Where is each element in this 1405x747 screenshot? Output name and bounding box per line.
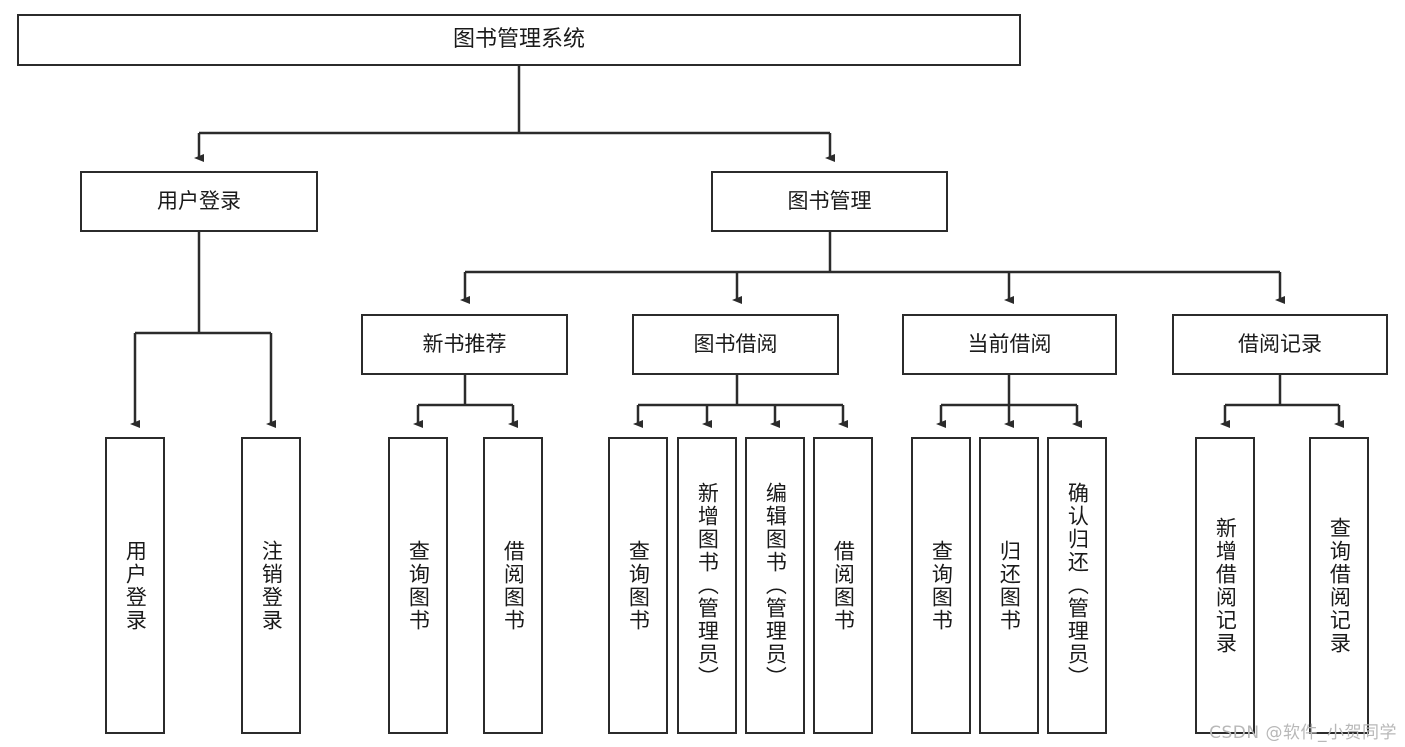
- node-book-management[interactable]: 图书管理: [711, 171, 948, 232]
- leaf-label: 归还图书: [997, 539, 1022, 632]
- leaf-borrow-record-add-record[interactable]: 新增借阅记录: [1195, 437, 1255, 734]
- leaf-label: 查询借阅记录: [1327, 516, 1352, 655]
- node-user-login-label: 用户登录: [157, 189, 241, 214]
- leaf-label: 注销登录: [259, 539, 284, 632]
- leaf-label: 新增借阅记录: [1213, 516, 1238, 655]
- node-book-management-label: 图书管理: [787, 189, 872, 214]
- node-current-borrow[interactable]: 当前借阅: [902, 314, 1117, 375]
- leaf-user-login-login[interactable]: 用户登录: [105, 437, 165, 734]
- node-book-borrow[interactable]: 图书借阅: [632, 314, 839, 375]
- leaf-new-book-query-book[interactable]: 查询图书: [388, 437, 448, 734]
- leaf-label: 查询图书: [626, 539, 651, 632]
- leaf-label: 新增图书（管理员）: [695, 482, 720, 689]
- leaf-new-book-borrow-book[interactable]: 借阅图书: [483, 437, 543, 734]
- leaf-label: 用户登录: [123, 539, 148, 632]
- leaf-label: 确认归还（管理员）: [1065, 482, 1090, 689]
- leaf-label: 查询图书: [406, 539, 431, 632]
- leaf-user-login-logout[interactable]: 注销登录: [241, 437, 301, 734]
- node-current-borrow-label: 当前借阅: [967, 332, 1052, 357]
- leaf-label: 借阅图书: [831, 539, 856, 632]
- node-borrow-record-label: 借阅记录: [1238, 332, 1322, 357]
- leaf-current-borrow-return-book[interactable]: 归还图书: [979, 437, 1039, 734]
- leaf-current-borrow-confirm-return[interactable]: 确认归还（管理员）: [1047, 437, 1107, 734]
- node-root[interactable]: 图书管理系统: [17, 14, 1021, 66]
- leaf-book-borrow-query-book[interactable]: 查询图书: [608, 437, 668, 734]
- leaf-label: 查询图书: [929, 539, 954, 632]
- node-book-borrow-label: 图书借阅: [693, 332, 778, 357]
- node-root-label: 图书管理系统: [452, 27, 585, 53]
- leaf-label: 借阅图书: [501, 539, 526, 632]
- node-new-book-recommend-label: 新书推荐: [422, 332, 507, 357]
- watermark: CSDN @软件_小贺同学: [1209, 723, 1397, 743]
- node-borrow-record[interactable]: 借阅记录: [1172, 314, 1388, 375]
- leaf-book-borrow-add-book[interactable]: 新增图书（管理员）: [677, 437, 737, 734]
- leaf-borrow-record-query-record[interactable]: 查询借阅记录: [1309, 437, 1369, 734]
- node-new-book-recommend[interactable]: 新书推荐: [361, 314, 568, 375]
- leaf-book-borrow-edit-book[interactable]: 编辑图书（管理员）: [745, 437, 805, 734]
- leaf-book-borrow-borrow-book[interactable]: 借阅图书: [813, 437, 873, 734]
- leaf-current-borrow-query-book[interactable]: 查询图书: [911, 437, 971, 734]
- leaf-label: 编辑图书（管理员）: [763, 482, 788, 689]
- node-user-login[interactable]: 用户登录: [80, 171, 318, 232]
